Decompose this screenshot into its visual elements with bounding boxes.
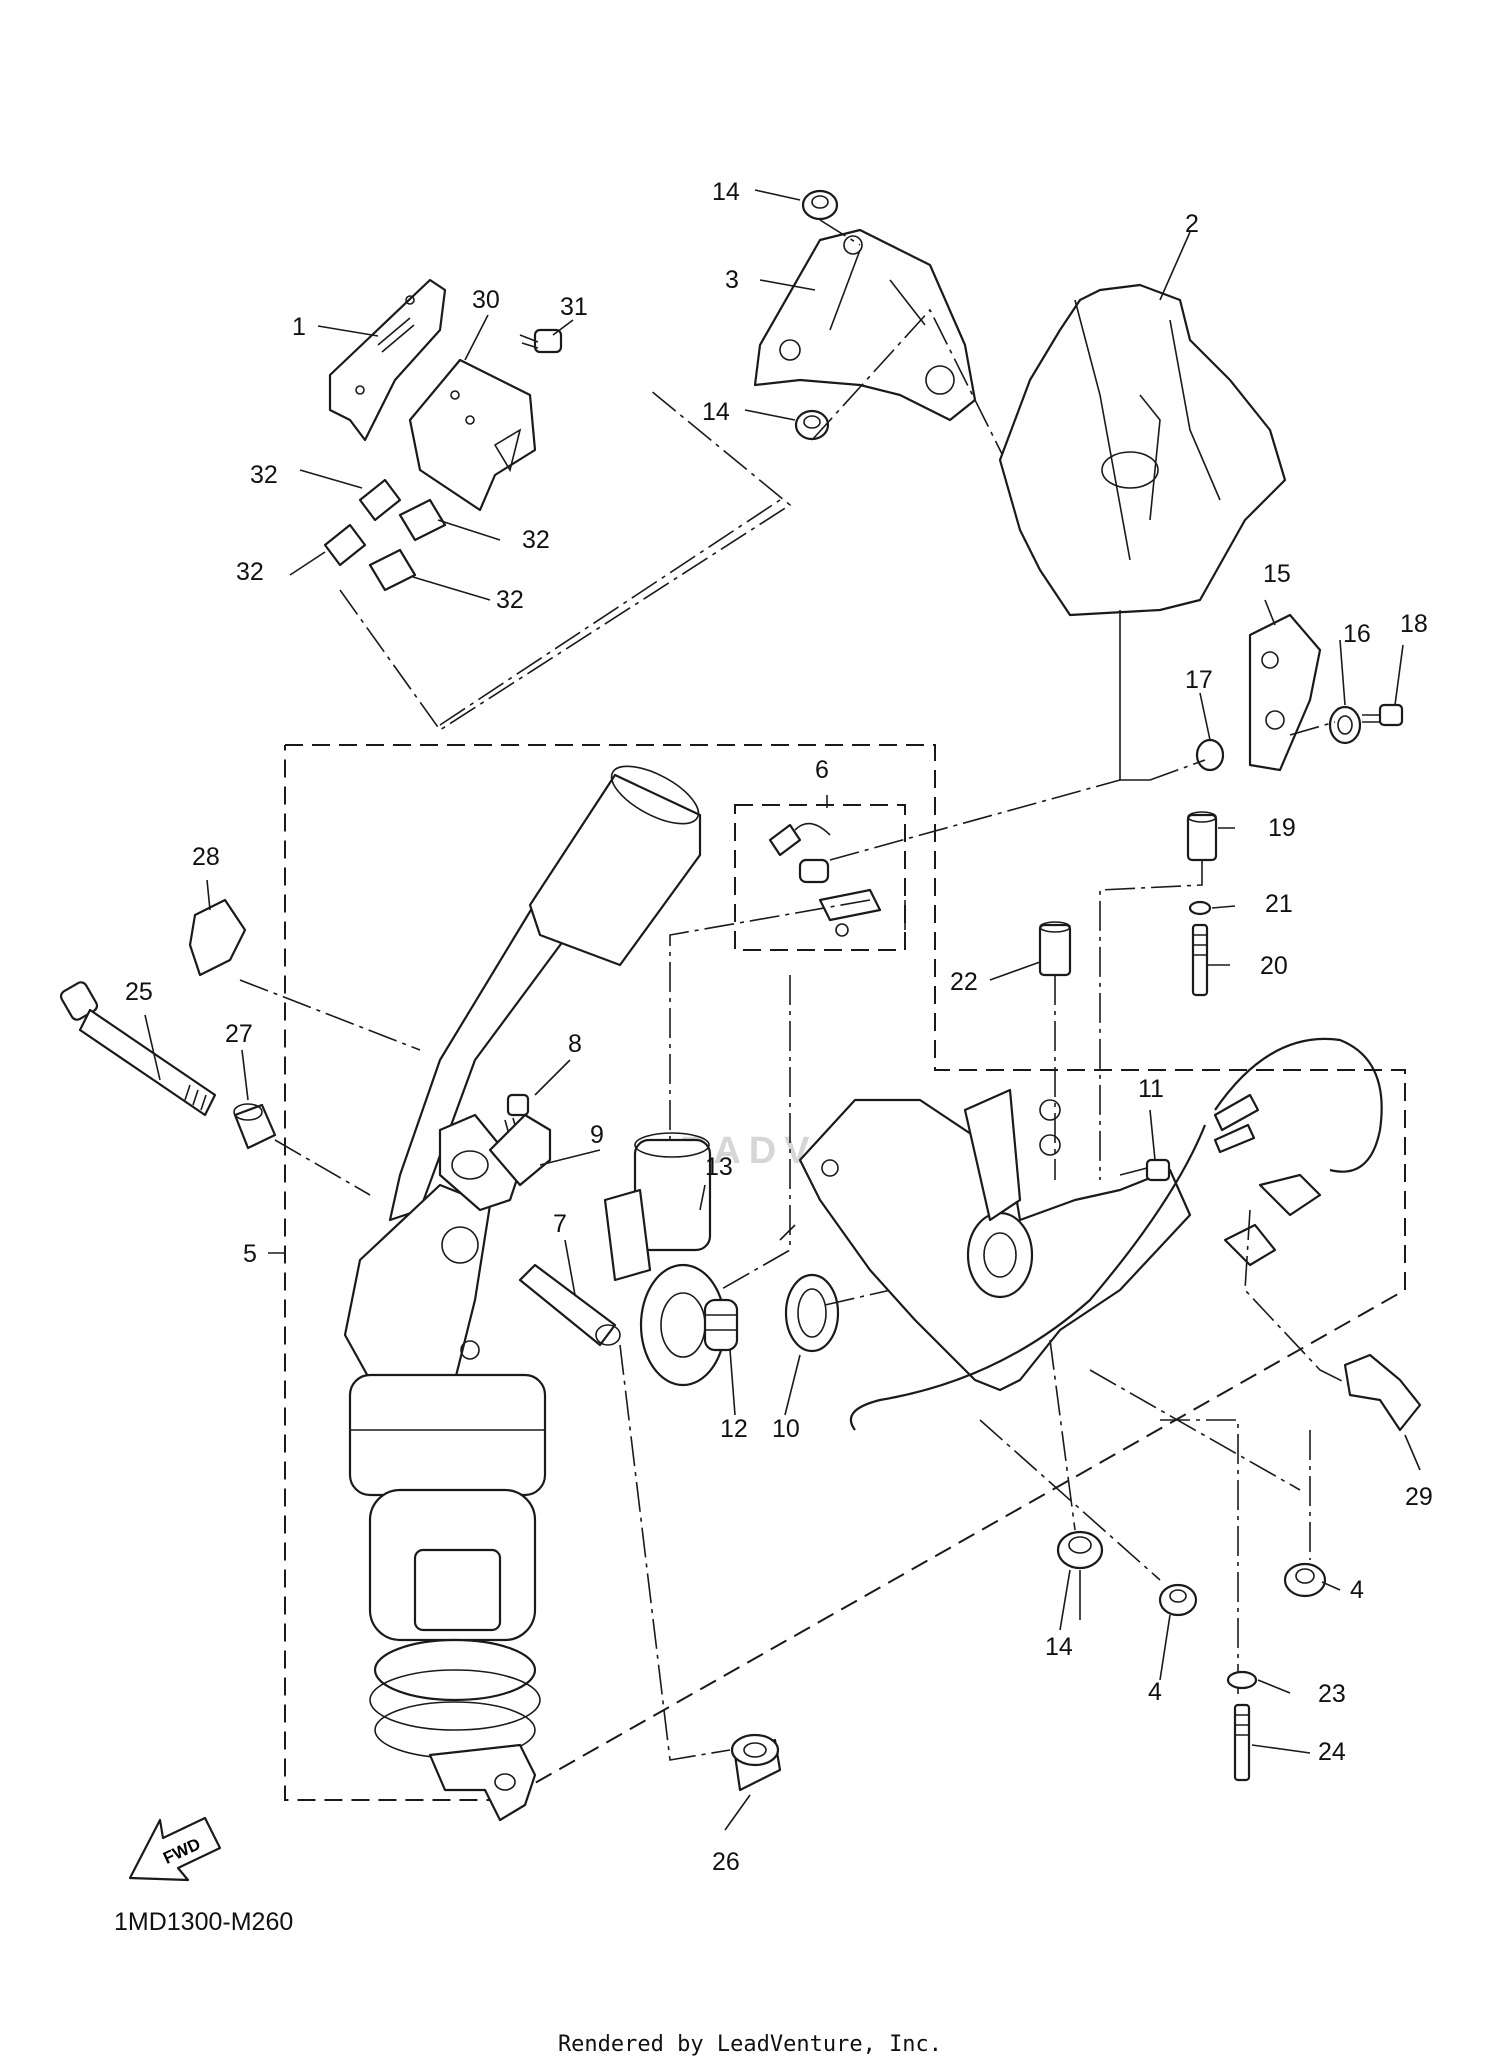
diagram-code: 1MD1300-M260 [114, 1908, 294, 1936]
part-20-bolt [1191, 923, 1209, 997]
part-14-nut-mid [794, 409, 830, 441]
callout-9: 9 [590, 1121, 604, 1149]
part-32-clips [323, 478, 447, 592]
callout-24: 24 [1318, 1738, 1346, 1766]
part-28-clip [188, 898, 247, 977]
leader-lines [144, 189, 1421, 1831]
part-7-sleeve [518, 1263, 621, 1347]
part-5-shock-absorber [343, 893, 577, 1822]
part-12-gear [703, 1298, 739, 1352]
callout-32-b: 32 [522, 526, 550, 554]
callout-31: 31 [560, 293, 588, 321]
part-30-cover [408, 358, 537, 512]
callout-22: 22 [950, 968, 978, 996]
callout-10: 10 [772, 1415, 800, 1443]
part-11-bolt [1119, 1158, 1171, 1182]
part-19-spacer [1186, 811, 1218, 862]
callout-32-c: 32 [236, 558, 264, 586]
callout-30: 30 [472, 286, 500, 314]
callout-11: 11 [1138, 1075, 1164, 1103]
part-27-bush [233, 1103, 277, 1150]
part-4-nut-center [1158, 1583, 1198, 1617]
callout-29: 29 [1405, 1483, 1433, 1511]
part-1-bracket [328, 278, 447, 442]
callout-labels: 1 2 3 4 4 5 6 7 8 9 10 11 12 13 14 14 14… [125, 178, 1433, 1876]
callout-14-mid: 14 [702, 398, 730, 426]
part-13-motor [603, 1132, 727, 1387]
callout-13: 13 [705, 1153, 733, 1181]
part-9-sensor [438, 1113, 552, 1212]
callout-16: 16 [1343, 620, 1371, 648]
part-6-clamp-set [768, 822, 882, 937]
callout-6: 6 [815, 756, 829, 784]
part-31-screw [519, 328, 563, 354]
part-15-plate [1248, 613, 1322, 772]
part-5-reservoir [528, 765, 702, 967]
part-24-bolt [1233, 1703, 1251, 1782]
callout-21: 21 [1265, 890, 1293, 918]
callout-2: 2 [1185, 210, 1199, 238]
part-26-collar [730, 1733, 782, 1792]
part-21-washer [1188, 900, 1212, 916]
callout-32-a: 32 [250, 461, 278, 489]
callout-4-right: 4 [1350, 1576, 1364, 1604]
render-credit: Rendered by LeadVenture, Inc. [557, 2032, 943, 2057]
part-4-nut-right [1283, 1562, 1327, 1598]
part-25-bolt [59, 981, 217, 1117]
callout-19: 19 [1268, 814, 1296, 842]
part-10-seal [784, 1273, 840, 1353]
part-14-nut-top [801, 189, 839, 221]
callout-12: 12 [720, 1415, 748, 1443]
callout-7: 7 [553, 1210, 567, 1238]
callout-26: 26 [712, 1848, 740, 1876]
callout-1: 1 [292, 313, 306, 341]
callout-3: 3 [725, 266, 739, 294]
fwd-arrow-icon: FWD [128, 1816, 222, 1882]
part-22-spacer [1038, 921, 1072, 977]
part-8-screw [504, 1093, 530, 1146]
assembly-5-outline [284, 744, 1406, 1801]
part-14-nut-bottom [1056, 1530, 1104, 1570]
callout-20: 20 [1260, 952, 1288, 980]
callout-8: 8 [568, 1030, 582, 1058]
callout-4-center: 4 [1148, 1678, 1162, 1706]
callout-14-top: 14 [712, 178, 740, 206]
callout-32-d: 32 [496, 586, 524, 614]
callout-5: 5 [243, 1240, 257, 1268]
callout-23: 23 [1318, 1680, 1346, 1708]
swingarm-bracket [798, 1088, 1192, 1392]
callout-14-bottom: 14 [1045, 1633, 1073, 1661]
callout-18: 18 [1400, 610, 1428, 638]
part-17-bush [1195, 738, 1225, 772]
hydraulic-hose [849, 1037, 1383, 1431]
part-29-clip [1343, 1353, 1422, 1432]
callout-15: 15 [1263, 560, 1291, 588]
callout-27: 27 [225, 1020, 253, 1048]
callout-25: 25 [125, 978, 153, 1006]
callout-28: 28 [192, 843, 220, 871]
part-2-housing [998, 283, 1287, 617]
part-16-collar [1328, 705, 1362, 745]
part-18-screw [1362, 703, 1404, 727]
part-3-bracket [753, 228, 977, 422]
part-23-washer [1226, 1670, 1258, 1690]
callout-17: 17 [1185, 666, 1213, 694]
